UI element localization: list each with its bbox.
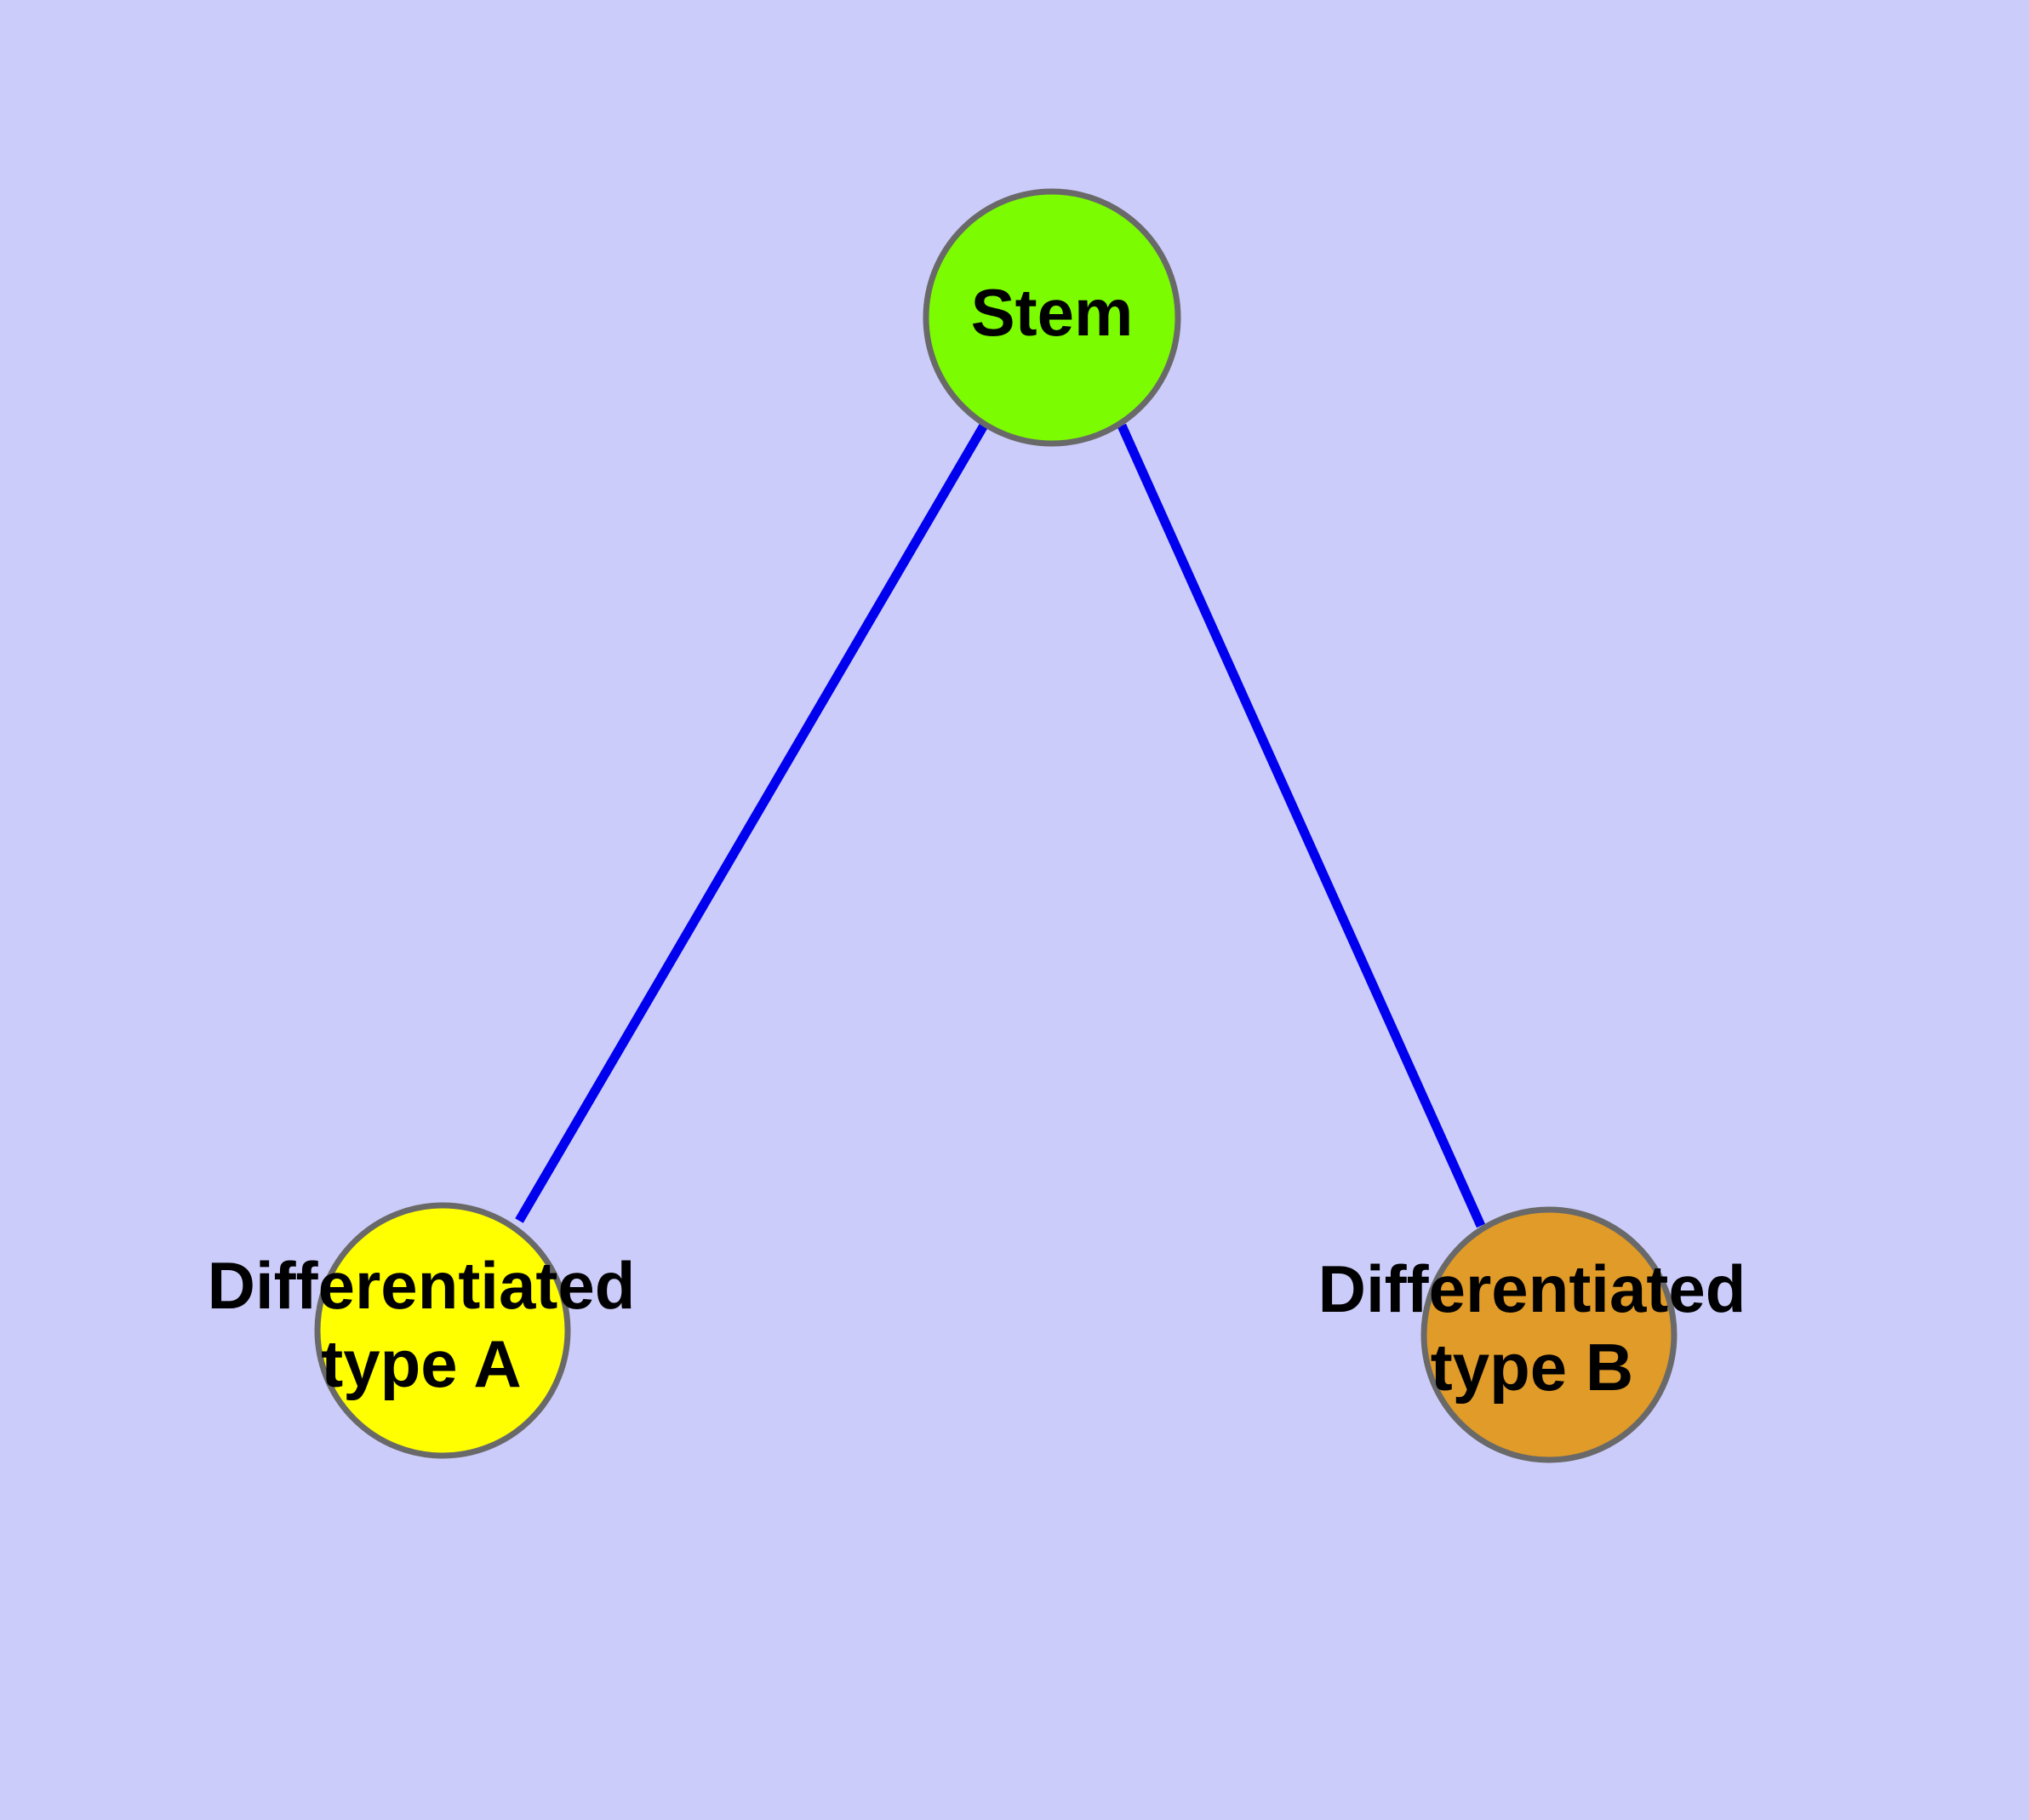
graph-edge-stem-to-diff-a[interactable] bbox=[515, 421, 989, 1223]
edges-layer bbox=[515, 421, 1486, 1228]
nodes-layer bbox=[314, 188, 1677, 1463]
graph-node-stem[interactable] bbox=[923, 188, 1181, 447]
graph-edge-stem-to-diff-b[interactable] bbox=[1117, 423, 1486, 1228]
graph-node-diff_a[interactable] bbox=[314, 1202, 571, 1459]
graph-node-diff_b[interactable] bbox=[1420, 1206, 1677, 1463]
